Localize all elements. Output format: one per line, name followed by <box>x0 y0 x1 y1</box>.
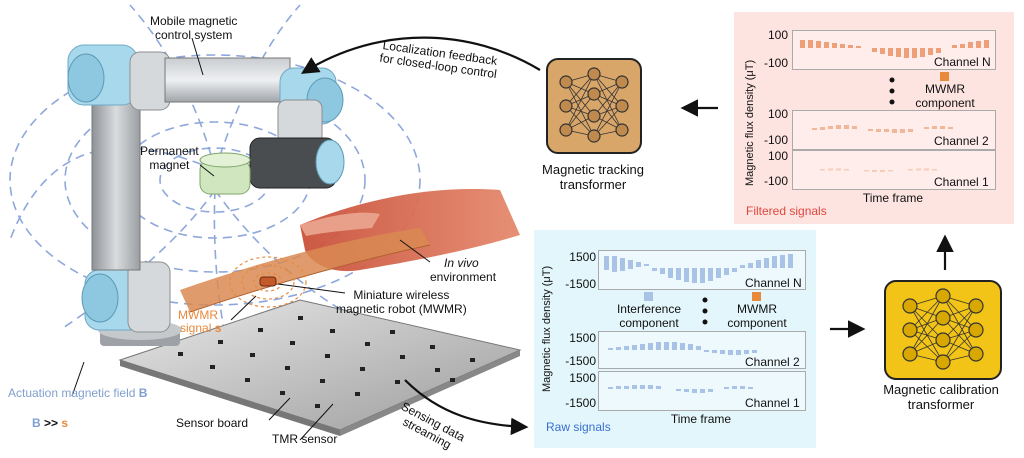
raw-channel-n-label: Channel N <box>745 276 802 290</box>
tracking-transformer-box <box>546 58 642 154</box>
label-b-gg-s: B >> s <box>32 416 68 430</box>
streaming-arrow <box>404 379 529 436</box>
robot-arm <box>67 44 345 346</box>
label-tmr-sensor: TMR sensor <box>272 432 338 446</box>
b-symbol: B <box>32 416 41 430</box>
filtered-channel-2-label: Channel 2 <box>934 134 989 148</box>
label-mwmr-signal-2: signal s <box>180 321 221 335</box>
label-actuation-b: B <box>138 386 148 400</box>
filtered-xlabel: Time frame <box>862 191 924 205</box>
filtered-signals-panel <box>734 12 1014 224</box>
filtered-channel-1-label: Channel 1 <box>934 175 989 189</box>
label-tracking-transformer: Magnetic tracking transformer <box>542 162 644 192</box>
raw-mwmr-label: MWMR component <box>727 302 787 330</box>
label-calibration-transformer: Magnetic calibration transformer <box>883 382 999 412</box>
filtered-ch-2-ymax: 100 <box>767 107 788 121</box>
tracking-network-icon <box>559 67 629 143</box>
label-permanent-magnet: Permanent magnet <box>140 144 199 172</box>
raw-ch-2-ymax: 1500 <box>569 331 596 345</box>
gg-symbol: >> <box>40 416 62 430</box>
calibration-network-icon <box>902 288 984 370</box>
label-mwmr-robot: Miniature wireless magnetic robot (MWMR) <box>336 288 467 316</box>
raw-xlabel: Time frame <box>670 412 732 426</box>
calibration-transformer-box <box>884 280 1002 380</box>
raw-channel-n-box <box>598 250 806 290</box>
label-actuation-field: Actuation magnetic field B <box>8 386 147 400</box>
filtered-ch-n-ymin: -100 <box>763 56 788 70</box>
filtered-panel-title: Filtered signals <box>746 204 827 218</box>
filtered-ch-n-ymax: 100 <box>767 28 788 42</box>
raw-channel-2-label: Channel 2 <box>745 355 800 369</box>
raw-ch-n-ymin: -1500 <box>565 277 596 291</box>
filtered-ch-2-ymin: -100 <box>763 133 788 147</box>
interference-legend-swatch <box>644 292 653 301</box>
filtered-channel-1-box <box>792 150 996 190</box>
label-mwmr-signal-1: MWMR <box>178 308 218 322</box>
mwmr-robot <box>259 276 277 287</box>
filtered-ellipsis-dots <box>889 77 895 105</box>
label-mwmr-signal-text: signal <box>180 321 215 335</box>
filtered-channel-n-label: Channel N <box>934 55 991 69</box>
raw-interference-label: Interference component <box>616 302 682 330</box>
raw-ch-1-ymin: -1500 <box>565 396 596 410</box>
raw-ch-1-ymax: 1500 <box>569 371 596 385</box>
raw-ch-n-ymax: 1500 <box>569 250 596 264</box>
raw-panel-title: Raw signals <box>546 420 611 434</box>
raw-ellipsis-dots <box>702 297 708 325</box>
feedback-arrow <box>301 36 541 74</box>
filtered-ch-1-ymax: 100 <box>767 149 788 163</box>
label-in-vivo: In vivo <box>444 256 479 270</box>
raw-channel-1-label: Channel 1 <box>745 396 800 410</box>
filtered-ch-1-ymin: -100 <box>763 174 788 188</box>
label-mwmr-signal-s: s <box>214 321 222 335</box>
mwmr-signal-rings <box>229 256 307 308</box>
filtered-channel-n-box <box>792 30 996 70</box>
filtered-mwmr-label: MWMR component <box>915 82 975 110</box>
label-environment: environment <box>430 270 497 284</box>
s-symbol: s <box>61 416 69 430</box>
raw-mwmr-legend-swatch <box>752 292 761 301</box>
tmr-sensors <box>178 316 475 408</box>
raw-ch-2-ymin: -1500 <box>565 354 596 368</box>
label-sensor-board: Sensor board <box>176 416 249 430</box>
label-mobile-control: Mobile magnetic control system <box>150 14 238 42</box>
label-actuation-text: Actuation magnetic field <box>8 386 139 400</box>
filtered-mwmr-legend-swatch <box>940 72 949 81</box>
in-vivo-environment <box>180 189 520 313</box>
